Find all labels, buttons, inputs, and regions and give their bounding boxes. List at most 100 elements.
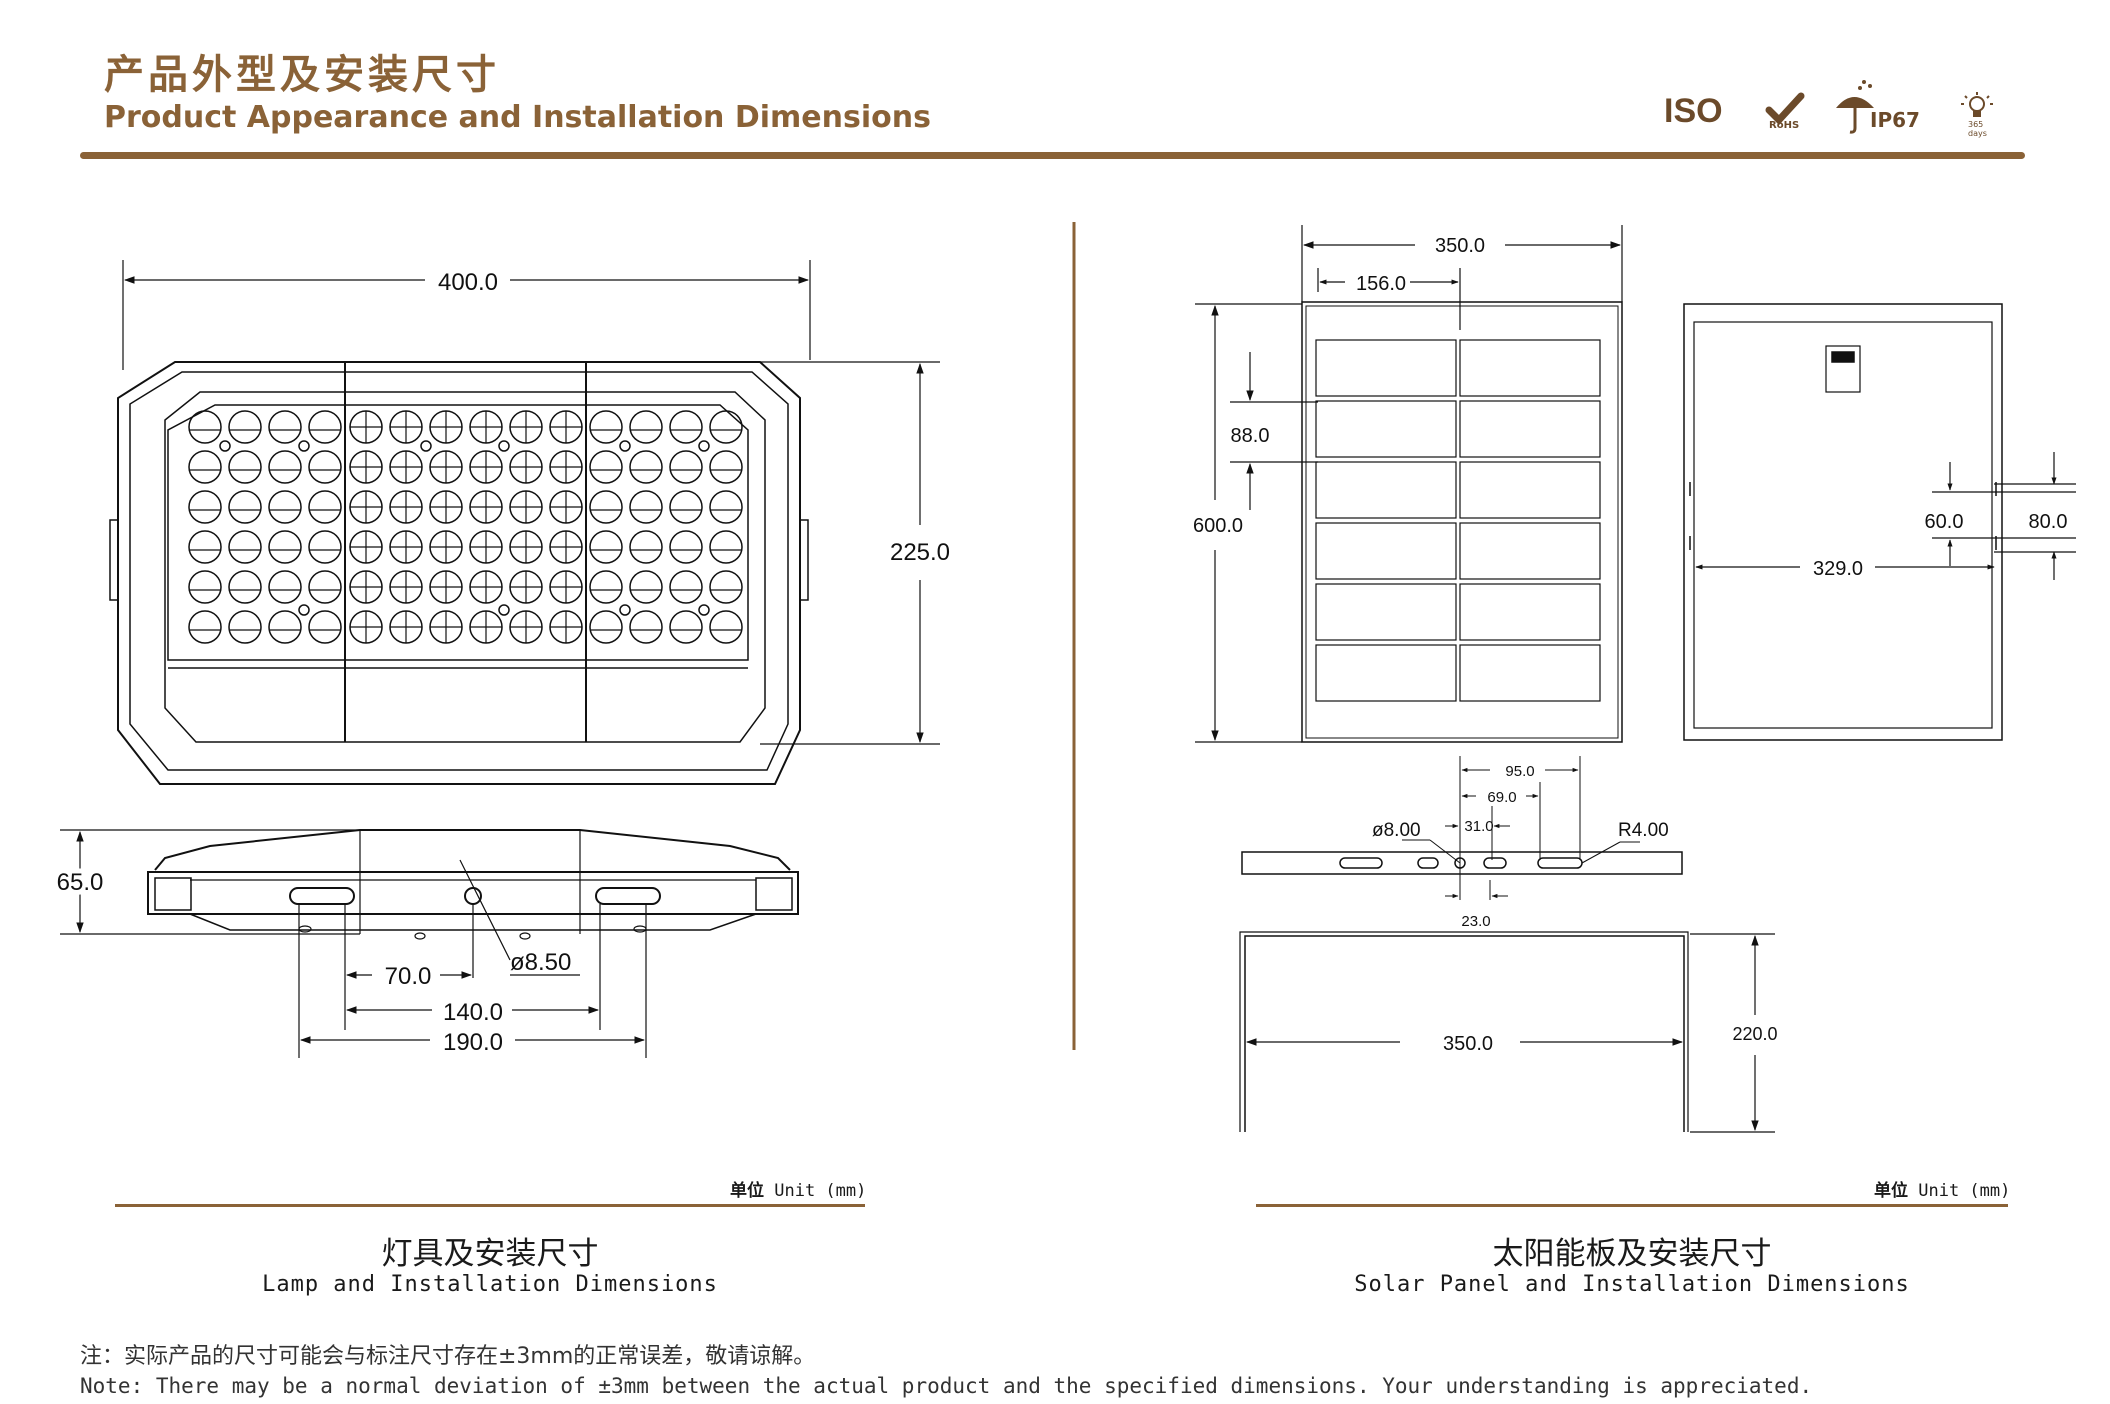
note-en: Note: There may be a normal deviation of… <box>80 1374 1813 1398</box>
screw <box>498 440 510 452</box>
screw <box>420 440 432 452</box>
led-lens <box>709 530 743 564</box>
lamp-height-dim <box>760 361 940 745</box>
lamp-unit: 单位 Unit (mm) <box>730 1176 866 1201</box>
panel-caption-cn: 太阳能板及安装尺寸 <box>1492 1236 1772 1272</box>
led-lens <box>709 410 743 444</box>
lamp-d70-label: 70.0 <box>385 963 432 990</box>
led-lens <box>268 530 302 564</box>
bracket-d69-label: 69.0 <box>1487 789 1516 806</box>
panel-cell-height-label: 88.0 <box>1231 425 1270 447</box>
solar-cell <box>1315 400 1457 458</box>
led-lens <box>629 490 663 524</box>
led-lens <box>308 530 342 564</box>
solar-cell <box>1315 644 1457 702</box>
bulb-365-icon: 365 days <box>1958 92 1996 142</box>
led-lens <box>188 530 222 564</box>
led-lens <box>228 410 262 444</box>
bracket-strip-dims <box>1402 756 1640 900</box>
led-lens <box>589 410 623 444</box>
rohs-label: RoHS <box>1769 120 1800 131</box>
bracket-d95-label: 95.0 <box>1505 763 1534 780</box>
solar-cell <box>1459 339 1601 397</box>
led-lens <box>228 570 262 604</box>
lamp-unit-cn: 单位 <box>730 1181 764 1201</box>
screw <box>619 604 631 616</box>
led-lens <box>308 610 342 644</box>
led-lens <box>629 570 663 604</box>
led-lens <box>669 530 703 564</box>
panel-unit: 单位 Unit (mm) <box>1874 1176 2010 1201</box>
panel-height-dim <box>1195 303 1318 743</box>
screw <box>219 440 231 452</box>
led-lens <box>669 410 703 444</box>
led-lens <box>709 610 743 644</box>
solar-panel-back <box>1683 303 2003 741</box>
solar-cell <box>1315 461 1457 519</box>
led-lens <box>188 490 222 524</box>
led-lens <box>308 410 342 444</box>
led-lens <box>709 570 743 604</box>
screw <box>498 604 510 616</box>
led-lens <box>188 410 222 444</box>
lamp-d140-label: 140.0 <box>443 999 503 1026</box>
solar-cell <box>1315 339 1457 397</box>
led-lens <box>629 610 663 644</box>
umbrella-icon <box>1834 78 1882 134</box>
lamp-depth-dim <box>60 829 360 935</box>
panel-unit-cn: 单位 <box>1874 1181 1908 1201</box>
bracket-u <box>1239 931 1689 1132</box>
solar-panel-front <box>1301 301 1623 743</box>
led-lens <box>268 410 302 444</box>
note-cn: 注：实际产品的尺寸可能会与标注尺寸存在±3mm的正常误差，敬请谅解。 <box>80 1344 816 1369</box>
solar-cell <box>1459 583 1601 641</box>
bracket-d23-label: 23.0 <box>1461 913 1490 930</box>
panel-width-label: 350.0 <box>1435 235 1485 257</box>
led-lens <box>268 610 302 644</box>
bracket-radius-label: R4.00 <box>1618 820 1669 841</box>
led-lens <box>188 610 222 644</box>
led-lens <box>589 490 623 524</box>
screw <box>298 604 310 616</box>
lamp-hole-label: ø8.50 <box>510 949 571 976</box>
iso-cert: ISO <box>1664 92 1723 130</box>
led-lens <box>589 570 623 604</box>
panel-height-label: 600.0 <box>1193 515 1243 537</box>
led-lens <box>629 530 663 564</box>
solar-cell <box>1459 522 1601 580</box>
lamp-mount-dims <box>298 859 647 1058</box>
panel-unit-en: Unit (mm) <box>1918 1181 2011 1201</box>
led-lens <box>268 570 302 604</box>
led-lens <box>188 570 222 604</box>
solar-cell <box>1315 522 1457 580</box>
led-lens <box>308 570 342 604</box>
led-lens <box>589 610 623 644</box>
lamp-caption-en: Lamp and Installation Dimensions <box>262 1272 718 1297</box>
led-lens <box>268 490 302 524</box>
led-lens <box>228 450 262 484</box>
days-number: 365 <box>1968 120 1984 129</box>
panel-d60-label: 60.0 <box>1925 511 1964 533</box>
solar-cell <box>1459 400 1601 458</box>
led-lens <box>268 450 302 484</box>
led-lens <box>629 450 663 484</box>
header-rule <box>80 152 2025 159</box>
screw <box>698 604 710 616</box>
led-lens <box>589 530 623 564</box>
lamp-width-dim <box>122 260 811 370</box>
panel-caption-en: Solar Panel and Installation Dimensions <box>1354 1272 1910 1297</box>
led-lens <box>308 490 342 524</box>
lamp-width-label: 400.0 <box>438 269 498 296</box>
days-label: days <box>1968 129 1987 138</box>
lamp-led-grid <box>188 410 743 644</box>
led-lens <box>669 450 703 484</box>
led-lens <box>188 450 222 484</box>
lamp-front-view <box>109 361 809 785</box>
solar-cell <box>1459 461 1601 519</box>
page-title-cn: 产品外型及安装尺寸 <box>104 52 500 98</box>
solar-cells <box>1315 339 1601 702</box>
lamp-depth-label: 65.0 <box>57 869 104 896</box>
led-lens <box>629 410 663 444</box>
bracket-d31-label: 31.0 <box>1464 818 1493 835</box>
